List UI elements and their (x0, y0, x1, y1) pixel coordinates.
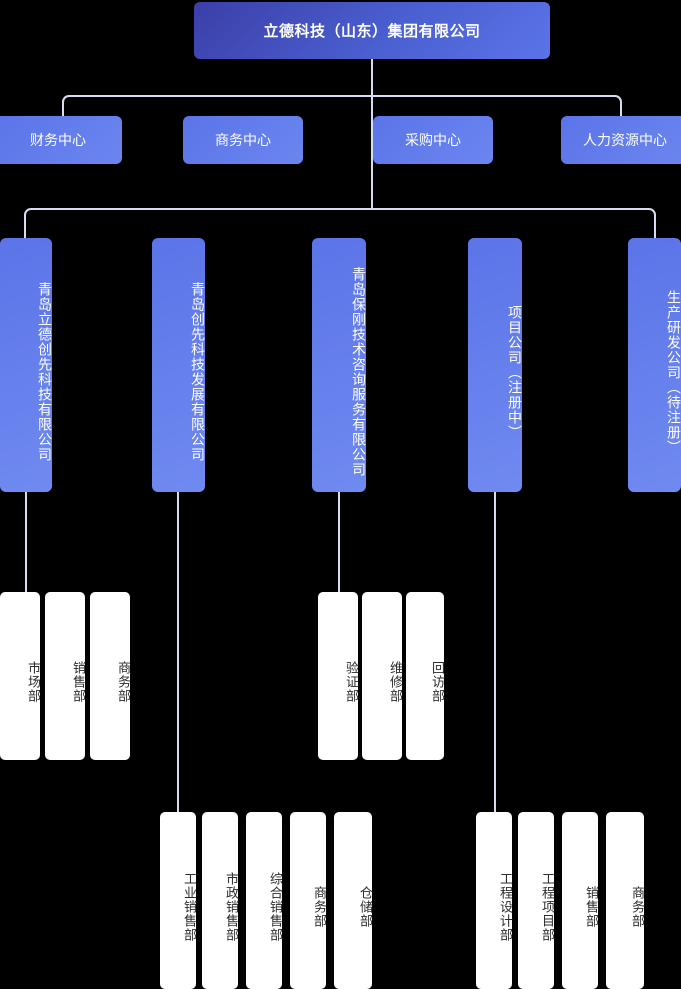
department-node-business-1[interactable]: 商务部 (90, 592, 131, 760)
connector-stem-company-4 (494, 492, 496, 812)
department-node-maintenance[interactable]: 维修部 (362, 592, 403, 760)
department-node-industrial-sales[interactable]: 工业销售部 (160, 812, 197, 989)
department-node-general-sales[interactable]: 综合销售部 (246, 812, 283, 989)
department-node-engineering-project[interactable]: 工程项目部 (518, 812, 555, 989)
department-node-engineering-design[interactable]: 工程设计部 (476, 812, 513, 989)
company-node-lide-chuangxian[interactable]: 青岛立德创先科技有限公司 (0, 238, 53, 492)
center-node-procurement[interactable]: 采购中心 (373, 116, 493, 164)
connector-stem-company-2 (177, 492, 179, 812)
connector-bar-companies (24, 208, 656, 238)
connector-root-stem (371, 59, 373, 210)
connector-stem-company-3 (338, 492, 340, 592)
department-node-warehouse[interactable]: 仓储部 (334, 812, 373, 989)
company-node-baogang-consulting[interactable]: 青岛保刚技术咨询服务有限公司 (312, 238, 367, 492)
root-node-group-company[interactable]: 立德科技（山东）集团有限公司 (194, 2, 550, 59)
company-node-rd-company[interactable]: 生产研发公司（待注册） (628, 238, 681, 492)
center-node-finance[interactable]: 财务中心 (0, 116, 122, 164)
connector-stem-company-1 (25, 492, 27, 592)
department-node-business-4[interactable]: 商务部 (606, 812, 645, 989)
department-node-sales-1[interactable]: 销售部 (45, 592, 86, 760)
connector-bar-centers (62, 95, 622, 118)
center-node-business[interactable]: 商务中心 (183, 116, 303, 164)
company-node-chuangxian-dev[interactable]: 青岛创先科技发展有限公司 (152, 238, 206, 492)
department-node-verification[interactable]: 验证部 (318, 592, 359, 760)
company-node-project-company[interactable]: 项目公司（注册中） (468, 238, 523, 492)
department-node-followup[interactable]: 回访部 (406, 592, 445, 760)
center-node-hr[interactable]: 人力资源中心 (561, 116, 681, 164)
department-node-business-2[interactable]: 商务部 (290, 812, 327, 989)
department-node-sales-4[interactable]: 销售部 (562, 812, 599, 989)
department-node-market-1[interactable]: 市场部 (0, 592, 41, 760)
department-node-municipal-sales[interactable]: 市政销售部 (202, 812, 239, 989)
